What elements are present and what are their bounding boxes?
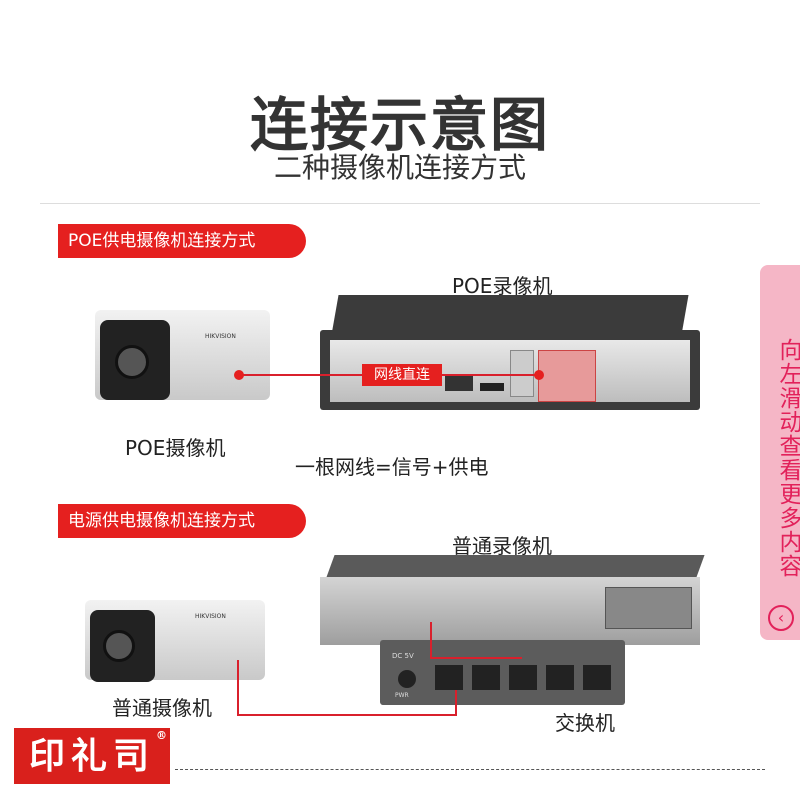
nvr-port-dot (534, 370, 544, 380)
banner-text: 向左滑动查看更多内容 (775, 337, 800, 578)
brand-logo: 印礼司® (14, 728, 170, 784)
poe-nvr-label: POE录像机 (452, 274, 553, 298)
chevron-left-circle-icon[interactable]: ‹ (768, 605, 794, 631)
nvr-cable-line (430, 657, 522, 659)
poe-camera-label: POE摄像机 (125, 436, 226, 460)
swipe-banner[interactable]: 向左滑动查看更多内容 (760, 265, 800, 640)
divider (40, 203, 760, 204)
camera-port-dot (234, 370, 244, 380)
camera-brand: HIKVISION (195, 613, 226, 620)
section1-label: POE供电摄像机连接方式 (58, 224, 306, 258)
normal-nvr (320, 555, 705, 645)
camera-brand: HIKVISION (205, 333, 236, 340)
network-switch: DC 5V PWR (380, 640, 625, 705)
poe-note: 一根网线=信号+供电 (295, 455, 489, 479)
page-title: 连接示意图 (249, 91, 550, 159)
logo-text: 印礼司 (28, 735, 155, 777)
poe-camera: HIKVISION (75, 305, 270, 405)
camera-cable-line (237, 660, 239, 716)
registered-mark: ® (156, 729, 167, 742)
switch-power-text: DC 5V (392, 652, 414, 660)
camera-cable-line (237, 714, 457, 716)
switch-label: 交换机 (555, 711, 615, 735)
dashed-divider (175, 769, 765, 770)
normal-camera-label: 普通摄像机 (112, 696, 212, 720)
poe-nvr (320, 295, 700, 410)
normal-nvr-label: 普通录像机 (452, 534, 552, 558)
nvr-cable-line (430, 622, 432, 658)
switch-pwr-text: PWR (395, 692, 409, 699)
page-subtitle: 二种摄像机连接方式 (273, 151, 526, 184)
section2-label: 电源供电摄像机连接方式 (58, 504, 306, 538)
normal-camera: HIKVISION (65, 595, 265, 685)
cable-tag: 网线直连 (362, 364, 442, 386)
camera-cable-line (455, 690, 457, 716)
